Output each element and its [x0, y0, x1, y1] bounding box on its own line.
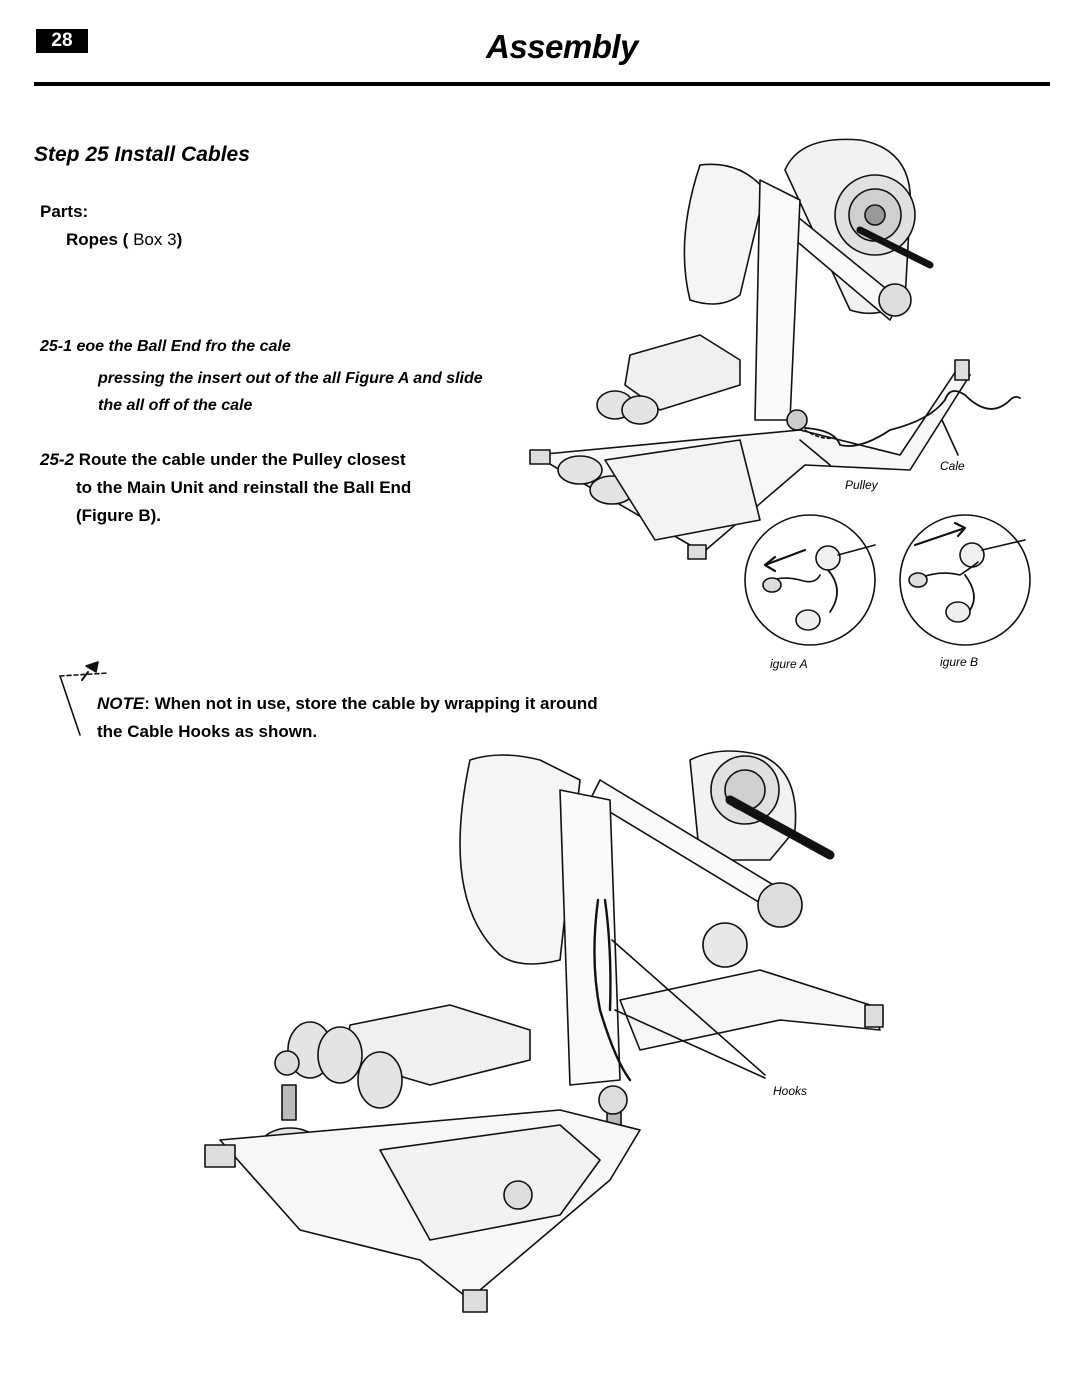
instruction-25-2: 25-2 Route the cable under the Pulley cl… [40, 446, 510, 530]
parts-item-name: Ropes ( [66, 230, 129, 249]
figure-b-label: igure B [940, 655, 979, 669]
pushpin-icon [59, 661, 109, 736]
cable-label: Cale [940, 459, 965, 473]
note-keyword: NOTE [97, 694, 145, 713]
hooks-label: Hooks [773, 1084, 808, 1098]
instruction-25-1-number: 25-1 [40, 338, 73, 355]
parts-item-close: ) [176, 230, 183, 249]
parts-item-box: Box 3 [133, 230, 177, 249]
instruction-25-2-line2: to the Main Unit and reinstall the Ball … [76, 478, 412, 497]
step-title: Step 25 Install Cables [34, 143, 250, 166]
page-title: Assembly [486, 28, 638, 65]
figure-a-illustration [744, 514, 876, 646]
header-rule [34, 82, 1050, 86]
machine-top-illustration [529, 138, 1021, 560]
instruction-25-2-line1: Route the cable under the Pulley closest [78, 450, 406, 469]
note-text: : When not in use, store the cable by wr… [144, 694, 598, 713]
parts-label: Parts: [40, 202, 89, 221]
parts-item: Ropes ( Box 3) [66, 230, 182, 250]
instruction-25-1: 25-1 eoe the Ball End fro the cale [40, 338, 291, 356]
pulley-label: Pulley [845, 478, 878, 492]
figure-b-illustration [899, 514, 1031, 646]
instruction-25-2-line3: (Figure B). [76, 506, 161, 525]
instruction-25-1-detail: pressing the insert out of the all Figur… [98, 370, 483, 414]
instruction-25-1-text: eoe the Ball End fro the cale [76, 338, 291, 355]
note-text-2: the Cable Hooks as shown. [97, 722, 318, 741]
instruction-25-2-number: 25-2 [40, 450, 75, 469]
figure-a-label: igure A [770, 657, 808, 671]
page-number: 28 [36, 29, 88, 53]
machine-bottom-illustration [204, 750, 884, 1313]
note: NOTE: When not in use, store the cable b… [97, 690, 737, 746]
